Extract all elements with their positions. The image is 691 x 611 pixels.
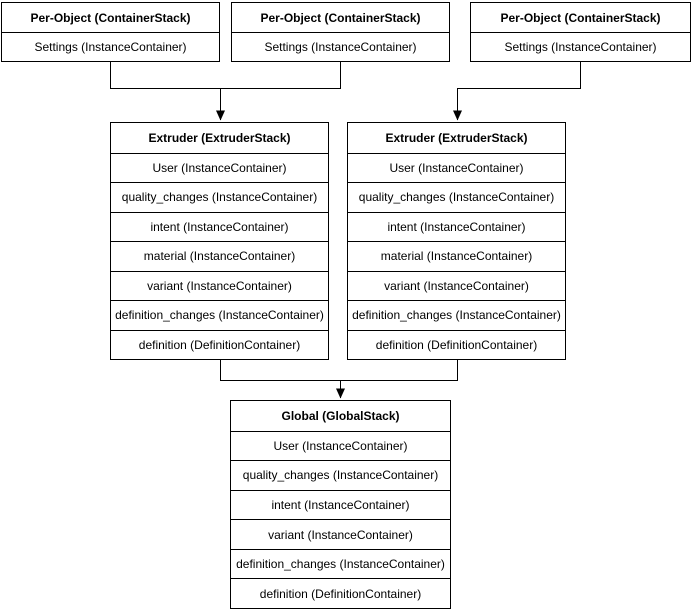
stack-row: User (InstanceContainer) [111,152,328,183]
stack-row: variant (InstanceContainer) [231,519,450,549]
stack-row: intent (InstanceContainer) [348,211,565,242]
node-rows: User (InstanceContainer)quality_changes … [348,152,565,360]
stack-row: definition (DefinitionContainer) [111,329,328,360]
node-rows: User (InstanceContainer)quality_changes … [111,152,328,360]
stack-row: Settings (InstanceContainer) [2,32,219,61]
node-title: Extruder (ExtruderStack) [148,130,291,145]
extruder-stack-right: Extruder (ExtruderStack) User (InstanceC… [347,122,566,360]
node-rows: Settings (InstanceContainer) [471,32,690,61]
stack-row: definition (DefinitionContainer) [231,578,450,608]
stack-row: variant (InstanceContainer) [348,270,565,301]
stack-row: User (InstanceContainer) [348,152,565,183]
node-title: Per-Object (ContainerStack) [500,10,661,25]
extruder-stack-left: Extruder (ExtruderStack) User (InstanceC… [110,122,329,360]
stack-row: quality_changes (InstanceContainer) [348,182,565,212]
stack-row: definition_changes (InstanceContainer) [348,300,565,330]
node-title: Global (GlobalStack) [281,408,400,423]
per-object-stack-3: Per-Object (ContainerStack) Settings (In… [470,2,691,62]
stack-row: User (InstanceContainer) [231,430,450,461]
stack-row: Settings (InstanceContainer) [232,32,449,61]
connector-extruders-merge [220,359,458,381]
stack-row: definition_changes (InstanceContainer) [231,548,450,579]
node-rows: Settings (InstanceContainer) [232,32,449,61]
stack-row: quality_changes (InstanceContainer) [231,460,450,490]
connector-perobject12-merge [110,61,341,89]
stack-row: quality_changes (InstanceContainer) [111,182,328,212]
node-title: Extruder (ExtruderStack) [385,130,528,145]
stack-row: material (InstanceContainer) [111,241,328,271]
node-rows: Settings (InstanceContainer) [2,32,219,61]
connector-arrow-to-extruder-right [453,61,581,121]
stack-row: definition_changes (InstanceContainer) [111,300,328,330]
stack-row: intent (InstanceContainer) [231,489,450,520]
stack-row: definition (DefinitionContainer) [348,329,565,360]
node-title: Per-Object (ContainerStack) [260,10,421,25]
per-object-stack-2: Per-Object (ContainerStack) Settings (In… [231,2,450,62]
node-title: Per-Object (ContainerStack) [30,10,191,25]
node-rows: User (InstanceContainer)quality_changes … [231,430,450,608]
per-object-stack-1: Per-Object (ContainerStack) Settings (In… [1,2,220,62]
stack-row: material (InstanceContainer) [348,241,565,271]
stack-row: Settings (InstanceContainer) [471,32,690,61]
global-stack: Global (GlobalStack) User (InstanceConta… [230,400,451,609]
stack-row: variant (InstanceContainer) [111,270,328,301]
stack-row: intent (InstanceContainer) [111,211,328,242]
